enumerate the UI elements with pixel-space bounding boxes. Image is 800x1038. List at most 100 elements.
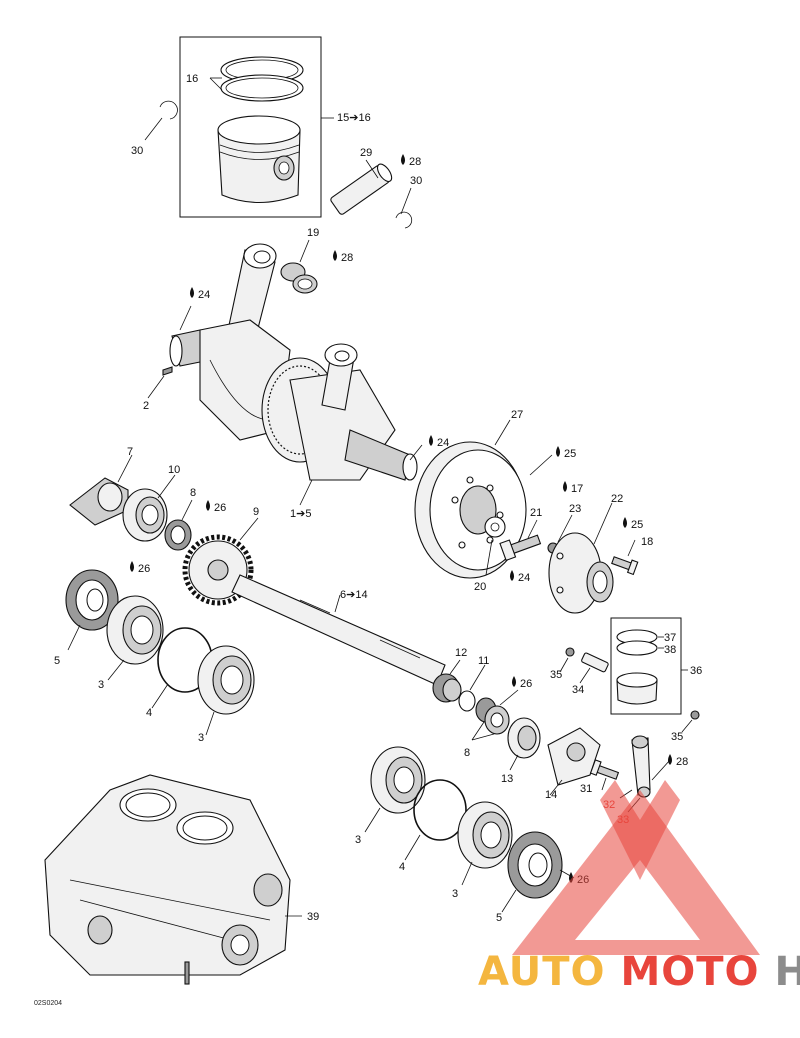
callout-c38: 38 (664, 644, 676, 656)
callout-number: 37 (664, 632, 676, 644)
callout-number: 3 (355, 834, 361, 846)
callout-c13: 13 (501, 773, 513, 785)
oil-seal-5 (507, 831, 563, 899)
callout-number: 15➔16 (337, 112, 371, 124)
callout-number: 24 (437, 437, 449, 449)
callout-number: 36 (690, 665, 702, 677)
callout-number: 30 (131, 145, 143, 157)
callout-c19: 19 (307, 227, 319, 239)
drive-plate (414, 441, 527, 579)
callout-c30a: 30 (131, 145, 143, 157)
watermark-hub: HUB (774, 949, 800, 995)
piston-assembly-box (179, 36, 334, 218)
callout-number: 12 (455, 647, 467, 659)
key (162, 366, 173, 376)
callout-c35b: 35 (671, 731, 683, 743)
callout-c24a: 24 (190, 287, 210, 301)
callout-c3b: 3 (198, 732, 204, 744)
balancer-shaft-6 (231, 574, 446, 686)
callout-number: 8 (464, 747, 470, 759)
callout-c21: 21 (530, 507, 542, 519)
watermark-logo: AUTO MOTO HUB (478, 780, 800, 995)
lubricant-drop-icon (510, 570, 514, 581)
callout-c10: 10 (168, 464, 180, 476)
callout-number: 26 (520, 678, 532, 690)
callout-c26c: 26 (512, 676, 532, 690)
callout-number: 27 (511, 409, 523, 421)
callout-c17: 17 (563, 481, 583, 495)
callout-c29: 29 (360, 147, 372, 159)
retaining-ring-4 (413, 779, 467, 841)
bolt-21 (499, 534, 542, 562)
nut-35 (565, 647, 575, 657)
callout-number: 18 (641, 536, 653, 548)
ball-bearing-3 (197, 645, 255, 715)
callout-c25b: 25 (623, 517, 643, 531)
coupler-hub-22 (548, 532, 614, 614)
lubricant-drop-icon (401, 154, 405, 165)
callout-number: 3 (452, 888, 458, 900)
callout-c2: 2 (143, 400, 149, 412)
callout-c30b: 30 (410, 175, 422, 187)
lubricant-drop-icon (563, 481, 567, 492)
callout-number: 6➔14 (340, 589, 368, 601)
washer-11 (458, 690, 476, 712)
callout-number: 26 (138, 563, 150, 575)
callout-number: 9 (253, 506, 259, 518)
callout-c11: 11 (478, 655, 489, 667)
callout-number: 20 (474, 581, 486, 593)
callout-number: 5 (496, 912, 502, 924)
callout-number: 29 (360, 147, 372, 159)
callout-number: 21 (530, 507, 542, 519)
pin-34 (581, 652, 609, 673)
callout-c8a: 8 (190, 487, 196, 499)
nut-35 (690, 710, 700, 720)
piston-pin (330, 163, 393, 215)
callout-c8b: 8 (464, 747, 470, 759)
callout-number: 5 (54, 655, 60, 667)
callout-number: 1➔5 (290, 508, 311, 520)
callout-number: 3 (198, 732, 204, 744)
balancer-weight-7 (69, 477, 129, 526)
callout-c36: 36 (690, 665, 702, 677)
lubricant-drop-icon (206, 500, 210, 511)
svg-text:AUTO MOTO HUB: AUTO MOTO HUB (478, 949, 800, 995)
callout-c5b: 5 (496, 912, 502, 924)
callout-c14: 14 (545, 789, 557, 801)
lubricant-drop-icon (333, 250, 337, 261)
crankshaft (169, 243, 418, 481)
callout-number: 19 (307, 227, 319, 239)
callout-number: 22 (611, 493, 623, 505)
callout-c6: 6➔14 (340, 589, 368, 601)
callout-c28b: 28 (333, 250, 353, 264)
callout-c24b: 24 (429, 435, 449, 449)
callout-c4b: 4 (399, 861, 405, 873)
callout-c26b: 26 (130, 561, 150, 575)
callout-number: 39 (307, 911, 319, 923)
callout-c16a: 16 (186, 73, 198, 85)
callout-c26a: 26 (206, 500, 226, 514)
lubricant-drop-icon (512, 676, 516, 687)
oil-seal-5 (65, 569, 119, 631)
needle-bearing-13 (507, 717, 541, 759)
callout-number: 25 (631, 519, 643, 531)
screw-31 (589, 759, 620, 780)
callout-number: 14 (545, 789, 557, 801)
callout-number: 4 (399, 861, 405, 873)
callout-number: 17 (571, 483, 583, 495)
callout-number: 25 (564, 448, 576, 460)
callout-number: 24 (198, 289, 210, 301)
callout-c3c: 3 (355, 834, 361, 846)
callout-c28c: 28 (668, 754, 688, 768)
needle-bearing-19 (280, 262, 318, 294)
oil-seal-8 (164, 519, 192, 551)
oil-seals-8 (475, 697, 510, 735)
callout-number: 3 (98, 679, 104, 691)
callout-number: 28 (676, 756, 688, 768)
callout-number: 35 (671, 731, 683, 743)
callout-c1: 1➔5 (290, 508, 311, 520)
lubricant-drop-icon (130, 561, 134, 572)
callout-c23: 23 (569, 503, 581, 515)
callout-number: 34 (572, 684, 584, 696)
